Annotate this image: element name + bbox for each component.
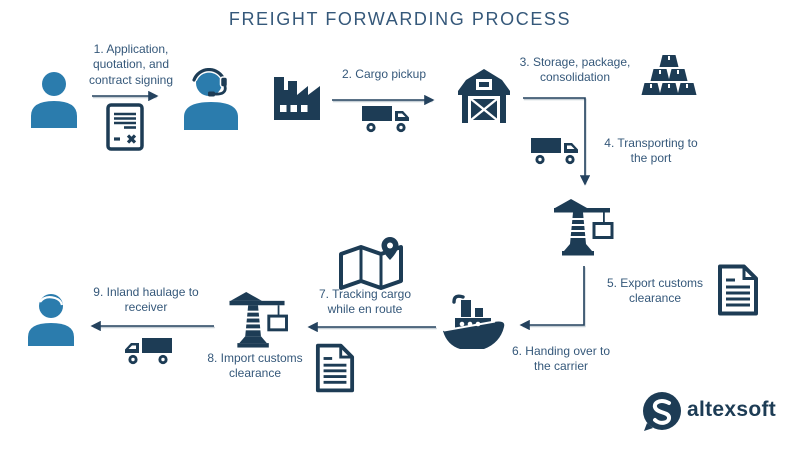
port-truck-icon xyxy=(531,138,578,165)
delivery-truck-icon xyxy=(125,338,172,365)
factory-icon xyxy=(274,77,320,120)
step-7-label: 7. Tracking cargo while en route xyxy=(318,287,412,317)
altexsoft-logo-icon xyxy=(643,392,681,431)
pickup-truck-icon xyxy=(362,106,409,133)
barn-warehouse-icon xyxy=(458,69,510,123)
page-title: FREIGHT FORWARDING PROCESS xyxy=(228,9,572,29)
port-crane-icon xyxy=(554,199,614,256)
export-document-icon xyxy=(718,264,758,316)
receiver-person-icon xyxy=(28,294,74,346)
brand-name: altexsoft xyxy=(687,398,777,421)
support-agent-icon xyxy=(184,68,238,130)
import-document-icon xyxy=(315,343,355,393)
step-1-label: 1. Application, quotation, and contract … xyxy=(88,42,174,87)
map-with-location-pin-icon xyxy=(339,237,403,290)
step-2-label: 2. Cargo pickup xyxy=(341,67,427,81)
import-port-crane-icon xyxy=(229,292,288,348)
step-3-label: 3. Storage, package, consolidation xyxy=(519,55,631,85)
step-4-label: 4. Transporting to the port xyxy=(604,136,698,166)
cargo-boxes-icon xyxy=(641,55,697,95)
cargo-ship-icon xyxy=(443,294,505,349)
step-8-label: 8. Import customs clearance xyxy=(207,351,303,381)
step-6-label: 6. Handing over to the carrier xyxy=(511,344,611,374)
contract-document-icon xyxy=(106,103,144,151)
customer-person-icon xyxy=(31,72,77,128)
step-5-label: 5. Export customs clearance xyxy=(606,276,704,306)
arrow-step-6 xyxy=(519,266,585,331)
step-9-label: 9. Inland haulage to receiver xyxy=(93,285,199,315)
